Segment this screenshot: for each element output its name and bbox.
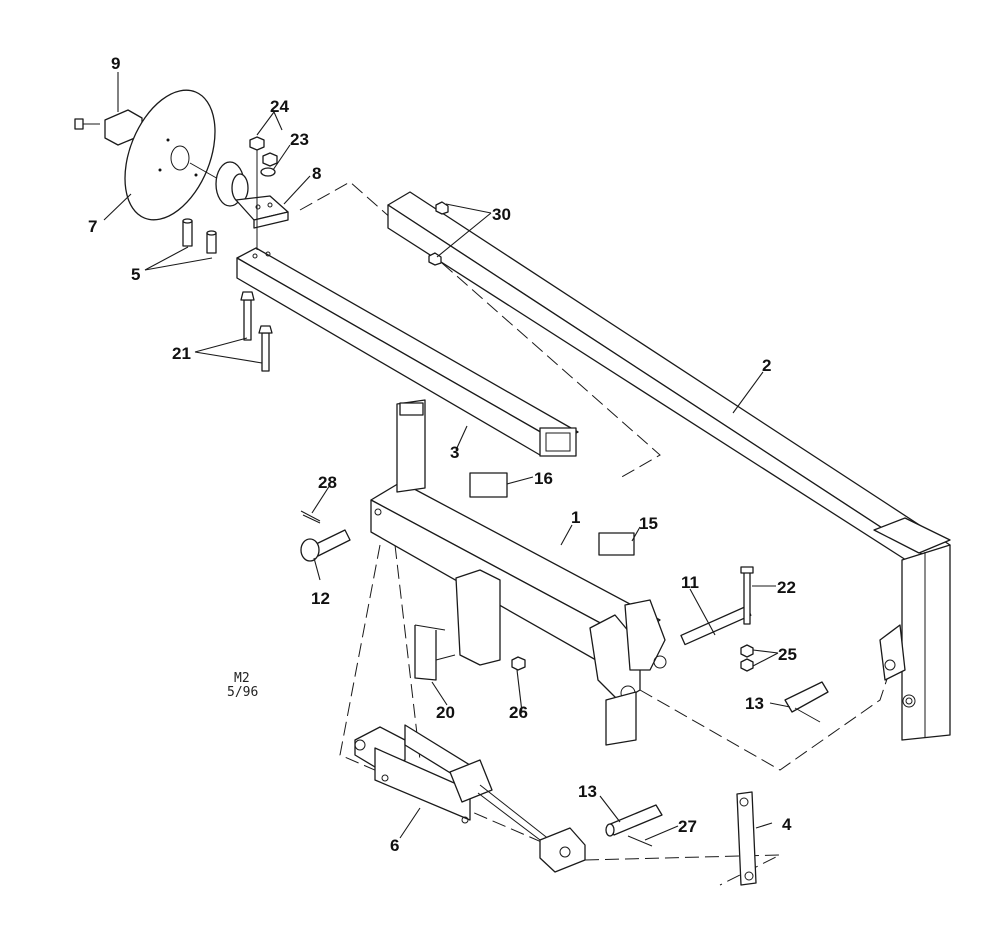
bolts-part-21 xyxy=(240,291,273,372)
callout-23: 23 xyxy=(290,130,309,149)
callout-5: 5 xyxy=(131,265,140,284)
pin-part-13-lower xyxy=(605,804,663,837)
leader-lines xyxy=(103,72,791,841)
callout-28: 28 xyxy=(318,473,337,492)
callout-7: 7 xyxy=(88,217,97,236)
callout-2: 2 xyxy=(762,356,771,375)
callout-1: 1 xyxy=(571,508,580,527)
callout-21: 21 xyxy=(172,344,191,363)
callout-26: 26 xyxy=(509,703,528,722)
callout-27: 27 xyxy=(678,817,697,836)
nuts-part-25 xyxy=(740,644,754,672)
callout-12: 12 xyxy=(311,589,330,608)
callout-25: 25 xyxy=(778,645,797,664)
callout-9: 9 xyxy=(111,54,120,73)
decal-part-16 xyxy=(469,472,508,498)
shaft-part-11 xyxy=(680,605,752,646)
clevis-pin-part-12 xyxy=(300,529,351,562)
washer-part-23 xyxy=(260,167,276,177)
decal-part-15 xyxy=(598,532,635,556)
hub-assembly-part-8 xyxy=(189,161,289,229)
dashed-alignment-planes xyxy=(299,181,901,886)
pin-part-13-upper xyxy=(784,681,829,723)
callout-4: 4 xyxy=(782,815,792,834)
main-frame-part-1 xyxy=(370,399,667,746)
bracket-part-9 xyxy=(74,109,143,146)
bolt-part-22 xyxy=(740,566,754,625)
long-beam-part-2 xyxy=(387,191,951,741)
u-bolt-part-20 xyxy=(414,624,456,681)
callout-15: 15 xyxy=(639,514,658,533)
square-tube-part-3 xyxy=(236,247,579,457)
callout-8: 8 xyxy=(312,164,321,183)
callout-24: 24 xyxy=(270,97,289,116)
spacers-part-5 xyxy=(182,218,217,254)
callout-20: 20 xyxy=(436,703,455,722)
callout-6: 6 xyxy=(390,836,399,855)
drawing-code: M2 xyxy=(234,671,250,686)
cotter-pin-part-27 xyxy=(627,835,653,847)
callout-13-lower: 13 xyxy=(578,782,597,801)
callout-3: 3 xyxy=(450,443,459,462)
callout-labels: 9 7 24 23 8 5 30 21 2 3 16 1 15 28 12 11… xyxy=(88,54,797,855)
drawing-date: 5/96 xyxy=(227,685,258,700)
hydraulic-cylinder-part-6 xyxy=(354,724,586,873)
link-plate-part-4 xyxy=(736,791,757,886)
callout-22: 22 xyxy=(777,578,796,597)
callout-30: 30 xyxy=(492,205,511,224)
pin-part-28 xyxy=(300,510,321,524)
callout-11: 11 xyxy=(681,573,699,592)
nut-part-26 xyxy=(511,656,526,671)
disc-blade-part-7 xyxy=(124,89,216,221)
nuts-part-24 xyxy=(249,136,278,167)
callout-16: 16 xyxy=(534,469,553,488)
callout-13-upper: 13 xyxy=(745,694,764,713)
